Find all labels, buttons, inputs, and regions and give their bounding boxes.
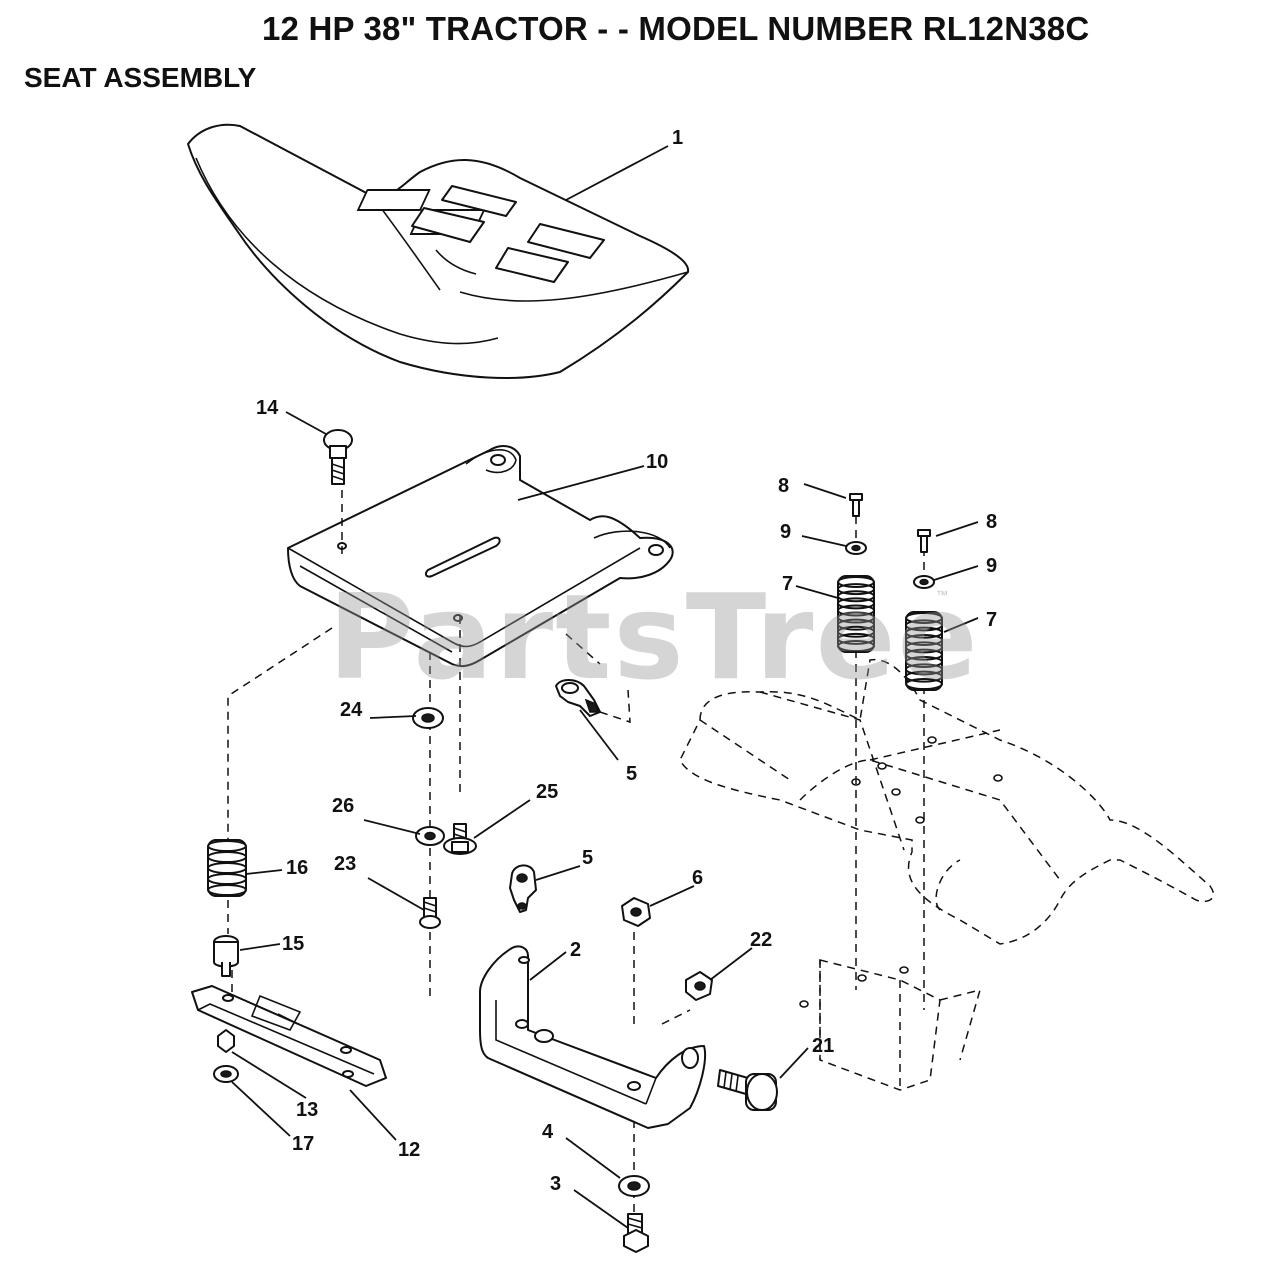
- callout-5-upper: 5: [626, 763, 637, 785]
- callout-26: 26: [332, 795, 354, 817]
- callout-5-lower: 5: [582, 847, 593, 869]
- callout-8-right: 8: [986, 511, 997, 533]
- spring-16[interactable]: [207, 839, 247, 897]
- callout-13: 13: [296, 1099, 318, 1121]
- callout-7-left: 7: [782, 573, 793, 595]
- seat-plate-12[interactable]: [191, 985, 387, 1087]
- seat-bolt-left[interactable]: [849, 493, 863, 517]
- callout-15: 15: [282, 933, 304, 955]
- carriage-bolt[interactable]: [323, 429, 353, 485]
- leader-lines: [231, 145, 979, 1229]
- seat-clip-upper[interactable]: [555, 679, 601, 717]
- callout-9-left: 9: [780, 521, 791, 543]
- washer-26[interactable]: [415, 826, 445, 846]
- nut-13[interactable]: [217, 1029, 235, 1053]
- callout-23: 23: [334, 853, 356, 875]
- callout-7-right: 7: [986, 609, 997, 631]
- seat-pan-bracket[interactable]: [287, 445, 674, 668]
- callout-17: 17: [292, 1133, 314, 1155]
- hex-bolt-3[interactable]: [623, 1213, 649, 1253]
- section-title: SEAT ASSEMBLY: [24, 62, 257, 93]
- washer-4[interactable]: [618, 1175, 650, 1197]
- screw-23[interactable]: [419, 897, 441, 929]
- watermark: PartsTree: [328, 568, 980, 706]
- bumper-15[interactable]: [213, 935, 239, 977]
- washer-24[interactable]: [412, 707, 444, 729]
- callout-2: 2: [570, 939, 581, 961]
- pivot-bracket-2[interactable]: [479, 945, 706, 1129]
- watermark-trademark: ™: [936, 588, 948, 602]
- callout-6: 6: [692, 867, 703, 889]
- callout-labels: 1 14 10 8 8 9 9 7 7 5 24 25 26 23 5 16 6…: [256, 127, 997, 1195]
- seat-clip-lower[interactable]: [509, 864, 537, 913]
- shoulder-bolt-21[interactable]: [717, 1069, 778, 1111]
- seat[interactable]: [187, 123, 690, 379]
- washer-right[interactable]: [913, 575, 935, 589]
- spring-left[interactable]: [837, 575, 875, 653]
- callout-3: 3: [550, 1173, 561, 1195]
- callout-4: 4: [542, 1121, 554, 1143]
- callout-16: 16: [286, 857, 308, 879]
- washer-left[interactable]: [845, 541, 867, 555]
- callout-21: 21: [812, 1035, 834, 1057]
- hex-nut-6[interactable]: [621, 897, 651, 927]
- shoulder-bolt[interactable]: [443, 823, 477, 855]
- washer-17[interactable]: [213, 1065, 239, 1083]
- page-title: 12 HP 38" TRACTOR - - MODEL NUMBER RL12N…: [262, 10, 1090, 47]
- callout-24: 24: [340, 699, 363, 721]
- callout-8-left: 8: [778, 475, 789, 497]
- callout-10: 10: [646, 451, 668, 473]
- seat-bolt-right[interactable]: [917, 529, 931, 553]
- callout-9-right: 9: [986, 555, 997, 577]
- callout-12: 12: [398, 1139, 420, 1161]
- callout-1: 1: [672, 127, 683, 149]
- lock-nut-22[interactable]: [685, 971, 713, 1001]
- callout-22: 22: [750, 929, 772, 951]
- callout-25: 25: [536, 781, 558, 803]
- callout-14: 14: [256, 397, 279, 419]
- fender-phantom: [679, 658, 1215, 1091]
- spring-right[interactable]: [905, 611, 943, 691]
